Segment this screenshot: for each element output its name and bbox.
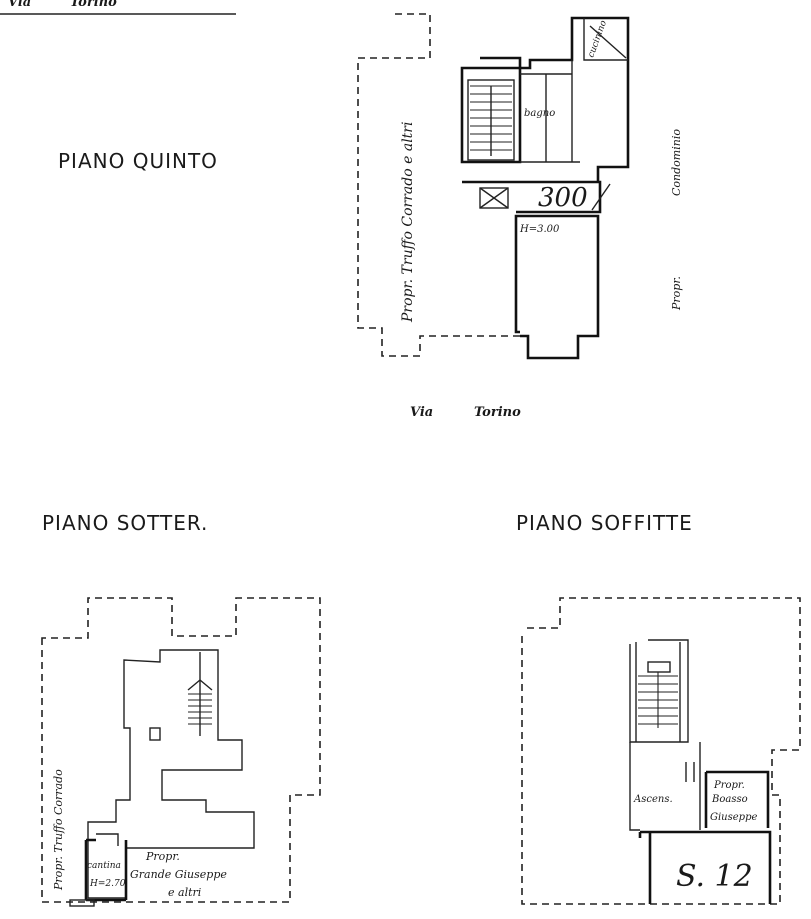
basement-cellar-label: cantina	[87, 861, 121, 871]
basement-height-label: H=2.70	[89, 879, 126, 889]
attic-unit-label: S. 12	[676, 859, 753, 894]
basement-owner-left: Propr. Truffo Corrado	[52, 769, 65, 891]
basement-plan	[41, 597, 321, 907]
basement-title: PIANO SOTTER.	[42, 511, 208, 535]
fifth-floor-height-label: H=3.00	[519, 224, 560, 235]
fifth-floor-owner-left: Propr. Truffo Corrado e altri	[400, 122, 416, 323]
fifth-floor-owner-right-1: Condominio	[670, 129, 683, 196]
fifth-floor-bagno-label: bagno	[524, 108, 555, 119]
attic-title: PIANO SOFFITTE	[516, 511, 693, 535]
basement-owner-right-3: e altri	[168, 886, 201, 899]
fifth-floor-unit-number: 300	[538, 183, 588, 213]
top-road-fragment: Via Torino	[0, 0, 236, 15]
attic-owner-3: Giuseppe	[710, 812, 757, 823]
basement-owner-right-1: Propr.	[145, 850, 180, 863]
attic-owner-1: Propr.	[713, 780, 745, 791]
attic-lift-label: Ascens.	[633, 794, 673, 805]
fifth-floor-owner-right-2: Propr.	[670, 276, 683, 311]
top-road-via: Via	[8, 0, 31, 10]
fifth-floor-title: PIANO QUINTO	[58, 149, 218, 173]
fifth-floor-cucinino-label: cucinino	[586, 19, 609, 59]
fifth-floor-street-via: Via	[410, 405, 433, 420]
attic-owner-2: Boasso	[711, 794, 748, 805]
fifth-floor-plan	[357, 13, 630, 360]
basement-owner-right-2: Grande Giuseppe	[130, 868, 227, 881]
top-road-torino: Torino	[70, 0, 117, 10]
fifth-floor-street-name: Torino	[474, 405, 521, 420]
attic-plan	[521, 597, 801, 905]
